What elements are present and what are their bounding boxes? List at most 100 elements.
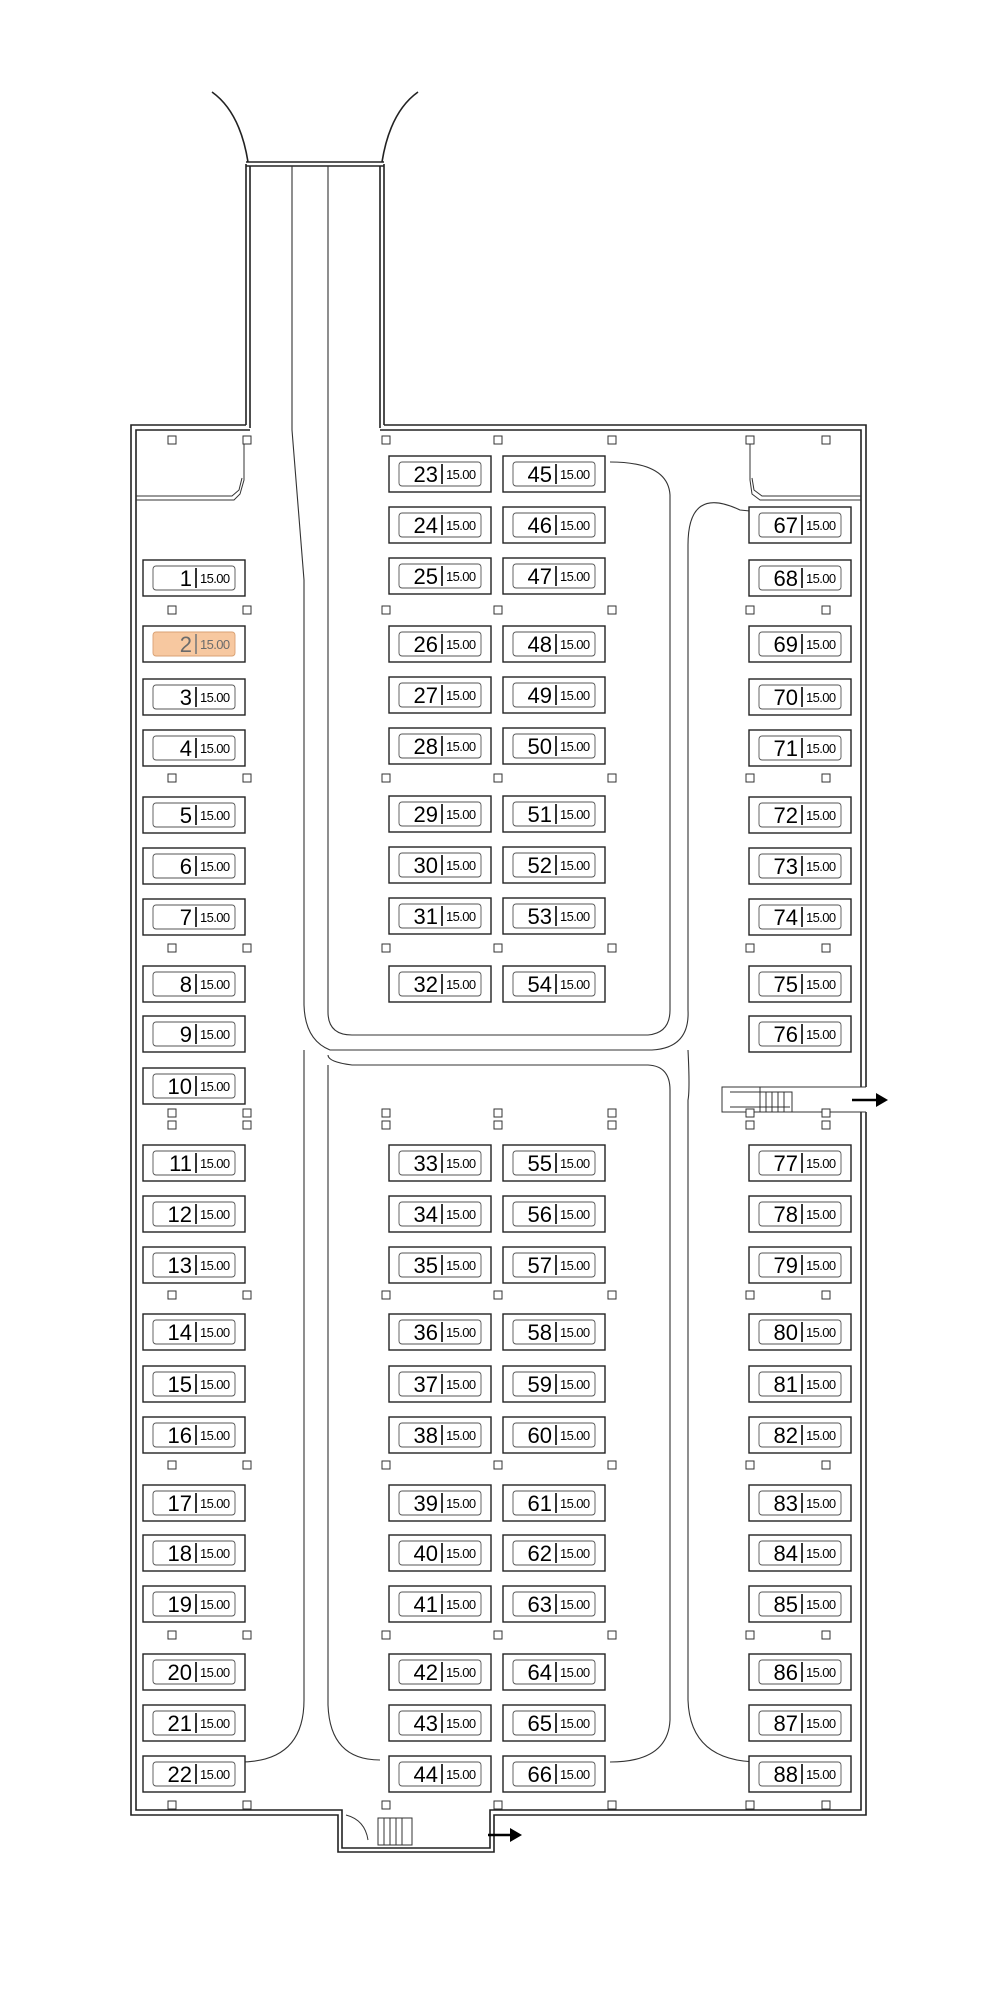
spot-label-box [152,971,236,997]
spot-price: 15.00 [560,739,590,754]
traffic-paths [239,166,761,1763]
spot-price: 15.00 [200,1027,230,1042]
spot-label-box [512,1659,596,1685]
spot-label-box [512,1710,596,1736]
spot-price: 15.00 [446,1597,476,1612]
pillar [745,1630,755,1640]
spot-price: 15.00 [560,1496,590,1511]
pillar [381,1630,391,1640]
spot-label-box [398,1252,482,1278]
spot-label-box [758,1319,842,1345]
